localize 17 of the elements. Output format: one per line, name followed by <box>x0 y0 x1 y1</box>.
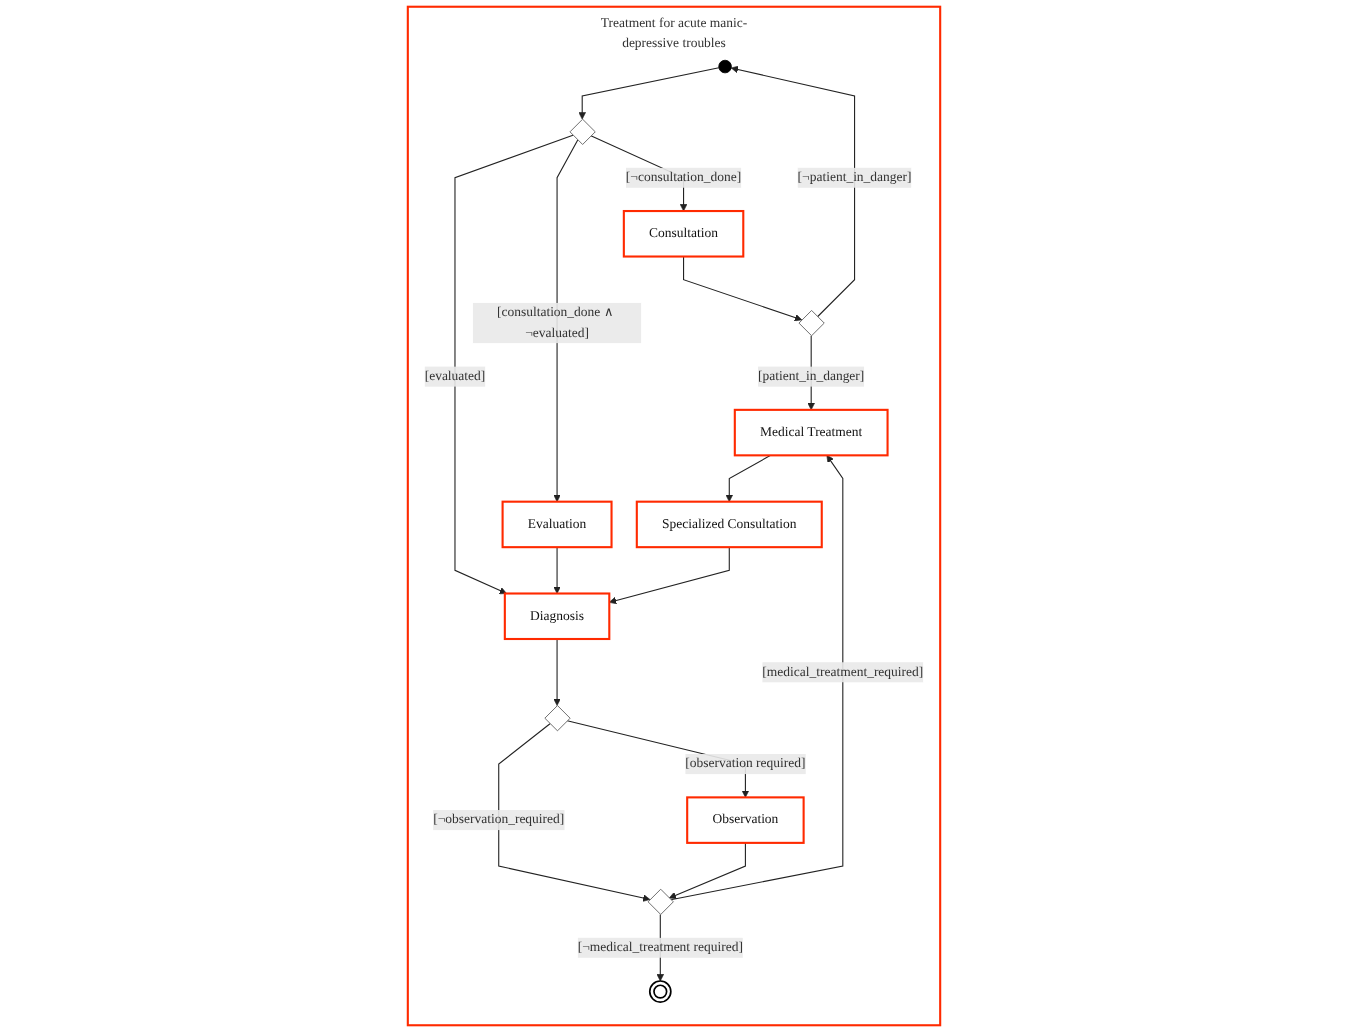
node-diamond <box>569 118 596 145</box>
node-diamond <box>798 310 825 337</box>
arrow <box>578 67 720 120</box>
arrow <box>553 638 561 706</box>
node-diamond <box>647 888 674 915</box>
arrow <box>454 134 574 595</box>
arrow <box>498 723 651 902</box>
arrow <box>670 455 844 901</box>
node-diamond <box>544 705 571 732</box>
arrow <box>730 65 856 318</box>
arrow <box>553 139 579 502</box>
node-circle <box>718 59 732 74</box>
arrow <box>683 255 803 322</box>
arrow <box>553 546 561 594</box>
arrow <box>725 454 772 502</box>
arrow <box>608 546 730 605</box>
arrow <box>668 842 746 899</box>
